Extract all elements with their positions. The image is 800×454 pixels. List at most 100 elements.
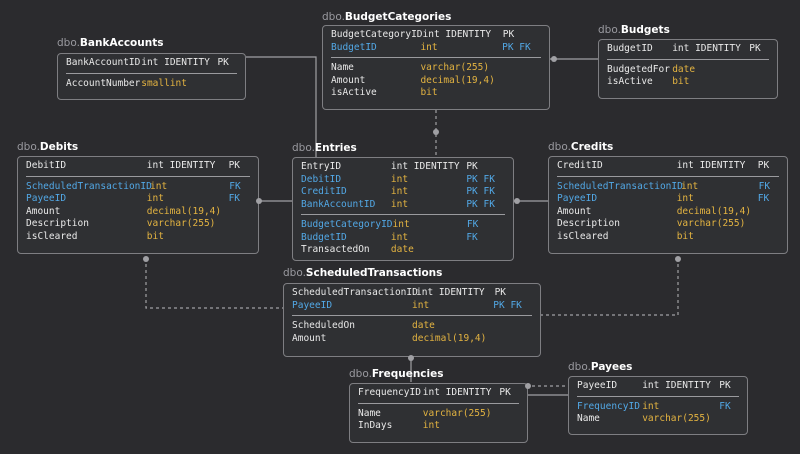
column-name: Name xyxy=(331,62,354,73)
column-type: date xyxy=(672,63,696,75)
column-name: TransactedOn xyxy=(301,244,370,255)
column-type: int xyxy=(642,400,660,412)
column-key: PK xyxy=(719,380,731,391)
column-key: PK xyxy=(757,160,770,171)
column-row[interactable]: Name varchar(255) xyxy=(331,62,541,75)
column-name: ScheduledTransactionID xyxy=(292,287,418,298)
column-name: Name xyxy=(577,413,600,424)
column-type: int xyxy=(676,193,694,204)
column-type: int IDENTITY xyxy=(146,160,216,171)
column-name: EntryID xyxy=(301,161,342,172)
column-key: PK xyxy=(228,160,241,171)
column-key: FK xyxy=(719,400,731,412)
column-key xyxy=(229,206,250,219)
column-key xyxy=(749,76,769,89)
column-key: PK xyxy=(494,287,507,298)
schema-prefix: dbo. xyxy=(598,24,621,36)
column-key: PK xyxy=(749,43,761,54)
column-name: Amount xyxy=(557,205,592,217)
column-type: int IDENTITY xyxy=(642,380,711,391)
key-separator xyxy=(577,395,739,397)
budgets-title: dbo.Budgets xyxy=(598,24,670,36)
column-name: CreditID xyxy=(557,160,603,171)
credits-title: dbo.Credits xyxy=(548,141,613,153)
column-name: DebitID xyxy=(301,173,342,185)
column-key: PK FK xyxy=(466,186,495,197)
schema-prefix: dbo. xyxy=(548,141,571,153)
column-type: bit xyxy=(146,230,164,242)
schema-prefix: dbo. xyxy=(322,11,345,23)
frequencies-title: dbo.Frequencies xyxy=(349,368,444,380)
schema-prefix: dbo. xyxy=(292,142,315,154)
column-key: PK FK xyxy=(502,41,531,53)
column-name: PayeeID xyxy=(292,299,333,311)
column-type: varchar(255) xyxy=(676,218,746,229)
column-type: varchar(255) xyxy=(420,62,490,73)
column-key xyxy=(502,87,541,100)
column-row[interactable]: TransactedOn date xyxy=(301,244,505,257)
key-separator xyxy=(331,57,541,58)
table-name: ScheduledTransactions xyxy=(305,267,443,279)
connector-dot xyxy=(143,256,149,262)
table-name: Frequencies xyxy=(371,368,444,380)
column-key: FK xyxy=(229,180,241,192)
column-type: date xyxy=(390,244,414,255)
column-name: ScheduledOn xyxy=(292,320,355,331)
column-key xyxy=(758,206,779,219)
table-name: BudgetCategories xyxy=(344,11,452,23)
column-key xyxy=(229,218,250,231)
column-name: BudgetCategoryID xyxy=(331,29,423,40)
column-name: FrequencyID xyxy=(577,400,640,412)
entries-title: dbo.Entries xyxy=(292,142,357,154)
column-type: int xyxy=(681,180,699,192)
column-type: smallint xyxy=(141,77,187,89)
column-name: Amount xyxy=(292,332,327,344)
